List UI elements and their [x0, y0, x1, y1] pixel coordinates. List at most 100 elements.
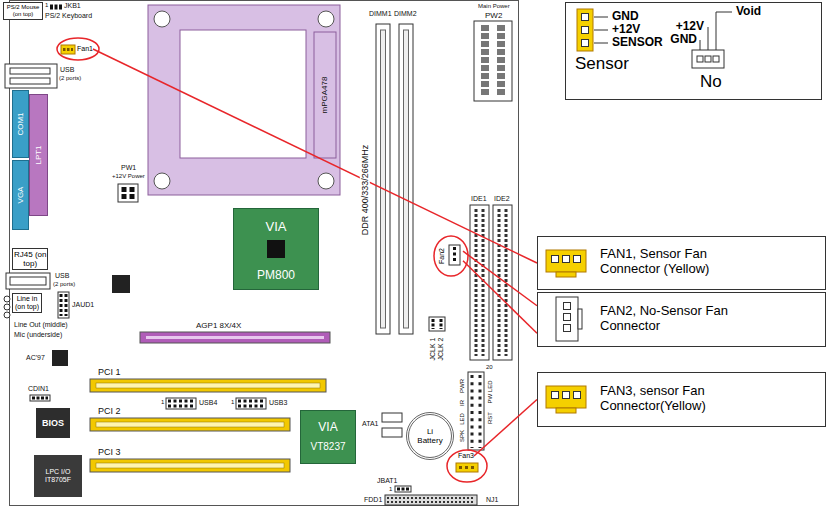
part-label: JCLK 2: [437, 338, 445, 361]
fan-connector-symbol: [449, 245, 460, 265]
jumper: [395, 486, 411, 492]
part-label: USB4: [199, 399, 217, 407]
io-port: LPT1: [29, 94, 48, 216]
part-label: PCI 3: [98, 447, 121, 457]
agp-slot-groove: [146, 336, 324, 339]
dimm-slot: [376, 24, 390, 334]
connector-pins: [698, 57, 719, 62]
connector-pins: [551, 255, 581, 263]
part-label: PW2: [485, 11, 502, 20]
connector-pins: [564, 303, 570, 331]
header-pins: [479, 375, 482, 448]
chip: VIAVT8237: [300, 410, 356, 464]
dimm-slot-groove: [404, 30, 409, 328]
io-port: COM1: [12, 90, 29, 158]
sata-connector: [382, 428, 402, 437]
fan-connector-symbol: [456, 463, 478, 472]
jumper: [429, 317, 445, 331]
socket-lever: [314, 32, 336, 158]
port-name: PS/2 Mouse (on top): [4, 4, 42, 18]
power-connector: [118, 184, 138, 202]
connector-pins: [32, 397, 48, 400]
pin-name: No: [700, 72, 722, 92]
connector-pins: [497, 25, 505, 97]
connector-pins: [697, 56, 720, 63]
part-label: DIMM2: [394, 10, 417, 18]
part-label: JKB1: [64, 2, 81, 10]
battery-name: Li Battery: [416, 427, 444, 445]
part-label: (2 ports): [53, 281, 75, 288]
pin-leader: [708, 27, 709, 50]
board-outline: [10, 1, 519, 506]
header-pins: [238, 405, 264, 408]
part-label: JAUD1: [72, 301, 94, 309]
header-pins: [168, 400, 194, 403]
part-label: ATA1: [362, 420, 378, 428]
chip: BIOS: [36, 408, 70, 438]
part-label: PW1: [121, 164, 136, 172]
pci-slot-groove: [96, 422, 284, 427]
usb-port: [5, 64, 57, 88]
pin-name: GND: [670, 33, 697, 47]
connector-pins: [459, 466, 476, 469]
jumper-pins: [397, 488, 409, 491]
highlight-ellipse: [447, 450, 487, 482]
usb-header: [166, 398, 196, 409]
jumper-pins: [50, 5, 62, 10]
chip-name: VIA: [266, 220, 287, 235]
connector-pins: [551, 391, 581, 399]
chip: VIA PM800: [233, 208, 319, 290]
fan-connector-symbol: [546, 250, 586, 272]
header-pins: [238, 400, 264, 403]
port-name: LPT1: [34, 145, 43, 164]
part-label: PS/2 Keyboard: [45, 12, 92, 20]
chip-name: VT8237: [310, 441, 345, 453]
pin-name: Void: [736, 5, 761, 19]
header-pins: [471, 375, 474, 448]
dimm-slot-groove: [381, 30, 386, 328]
pin-number: 1: [389, 486, 392, 493]
connector-tab: [578, 309, 582, 329]
dimm-slot: [399, 24, 413, 334]
part-label: IDE1: [471, 195, 487, 203]
fan-connector-symbol: [556, 297, 578, 341]
pci-slot: [90, 459, 290, 472]
connector-pins: [552, 256, 580, 262]
connector-pins: [563, 302, 571, 332]
part-label: PCI 2: [98, 406, 121, 416]
part-label: DDR 400/333/266MHz: [360, 143, 370, 238]
connector-pins: [130, 187, 135, 199]
pci-slot: [90, 379, 326, 392]
part-label: AGP1 8X/4X: [196, 321, 241, 330]
pin-leader: [716, 12, 732, 50]
port-name: Line in (on top): [13, 295, 41, 311]
port-name: COM1: [16, 112, 25, 135]
connector-pins: [475, 209, 478, 356]
pin-name: IR: [459, 400, 466, 406]
lan-chip: [112, 275, 130, 293]
chip-name: BIOS: [42, 418, 64, 428]
part-label: IDE2: [494, 195, 510, 203]
chip-name: PM800: [257, 269, 295, 283]
audio-jack: [4, 304, 10, 310]
mount-hole: [318, 173, 334, 189]
part-label: DIMM1: [369, 10, 392, 18]
usb-port: [6, 273, 50, 289]
port-name: VGA: [16, 187, 25, 204]
callout-text: FAN1, Sensor Fan Connector (Yellow): [600, 247, 750, 277]
mount-hole: [154, 173, 170, 189]
usb-header: [236, 398, 266, 409]
connector-pins: [63, 48, 73, 51]
connector-name: Fan2: [438, 248, 446, 264]
part-label: USB: [55, 272, 69, 280]
fan-connector: Fan1: [77, 45, 93, 53]
port-box: PS/2 Mouse (on top): [3, 2, 43, 20]
part-label: (2 ports): [59, 75, 81, 82]
pin-name: SENSOR: [612, 36, 663, 50]
pin-leader: [594, 30, 608, 31]
part-label: mPGA478: [320, 77, 329, 114]
pin-leader: [594, 43, 608, 44]
pin-leader: [594, 17, 608, 18]
pin-name: LED: [459, 413, 466, 425]
fan-connector: Fan3: [458, 452, 474, 460]
